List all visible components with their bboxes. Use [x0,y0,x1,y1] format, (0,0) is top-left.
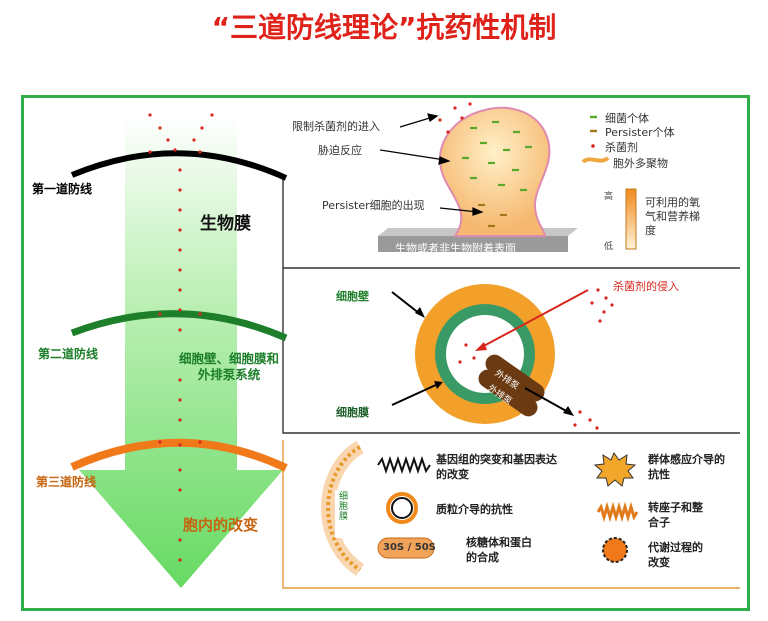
gradient-high-label: 高 [604,192,614,202]
legend-eps-swatch [581,156,610,164]
plasmid-icon [386,492,418,524]
biofilm-blob [439,106,551,237]
wall-pointer-head [415,307,425,318]
mech-item-ribosome: 核糖体和蛋白的合成 [466,536,532,564]
bacteria-cells [462,120,532,192]
membrane-pointer-head [434,381,443,389]
third-line-label: 第三道防线 [36,475,97,489]
mech-item-mutation: 基因组的突变和基因表达的改变 [436,453,557,481]
mech-panel-border [282,440,740,589]
metabolism-icon [602,537,628,563]
diagram-frame [21,95,750,611]
second-defense-arc [70,310,288,342]
entry-label: 限制杀菌剂的进入 [292,120,380,133]
efflux-arrow-head [563,406,574,416]
ribosome-icon [377,537,435,559]
mech-item-plasmid: 质粒介导的抗性 [436,503,513,516]
invasion-label: 杀菌剂的侵入 [613,280,679,293]
quorum-burst-icon [593,451,637,487]
gradient-low-label: 低 [604,242,614,252]
page-title: “三道防线理论”抗药性机制 [211,11,557,44]
surface-label: 生物或者非生物附着表面 [395,242,516,255]
biofilm-pointer-arrows [379,113,484,216]
legend-biocide-label: 杀菌剂 [605,141,638,154]
mech-item-quorum: 群体感应介导的抗性 [648,453,725,481]
biofilm-panel-border [282,180,740,269]
defense-arrow [79,115,283,588]
wall-pointer-line [391,291,421,315]
mech-membrane-label: 细胞膜 [339,492,349,522]
stress-label: 胁迫反应 [318,144,362,157]
mech-item-transposon: 转座子和整合子 [648,501,703,529]
gradient-bar [625,188,637,250]
gradient-desc-label: 可利用的氧气和营养梯度 [645,196,700,237]
intracellular-label: 胞内的改变 [183,516,259,534]
persister-cells [478,203,507,228]
coil-icon [377,455,431,475]
third-defense-arc [70,438,288,472]
legend-persister-label: Persister个体 [605,126,675,139]
transposon-icon [596,501,639,523]
persister-label: Persister细胞的出现 [322,199,425,212]
wall-label: 细胞壁 [336,290,369,303]
membrane-label: 细胞膜 [336,406,369,419]
invasion-arrow-head [475,342,487,351]
cell-biocide-dots [458,288,614,430]
wall-membrane-label: 细胞壁、细胞膜和外排泵系统 [178,351,279,382]
ribosome-label: 30S / 50S [383,542,436,553]
biocide-incoming [438,102,472,134]
mech-membrane-label-bg [335,490,351,538]
second-line-label: 第二道防线 [38,347,99,361]
efflux-pump-2 [478,369,538,417]
biocide-dots [148,113,214,562]
surface-slab [378,236,568,252]
efflux-arrow-line [524,387,569,413]
biofilm-label: 生物膜 [200,214,251,234]
invasion-arrow-line [479,289,589,349]
legend-biocide-swatch [591,144,595,148]
mech-item-metabolism: 代谢过程的改变 [648,541,703,569]
first-line-label: 第一道防线 [32,182,93,196]
first-defense-arc [70,150,288,181]
cell-panel-border [282,268,740,434]
legend-cell-label: 细菌个体 [605,112,649,125]
legend-eps-label: 胞外多聚物 [613,157,668,170]
membrane-pointer-line [391,383,439,406]
